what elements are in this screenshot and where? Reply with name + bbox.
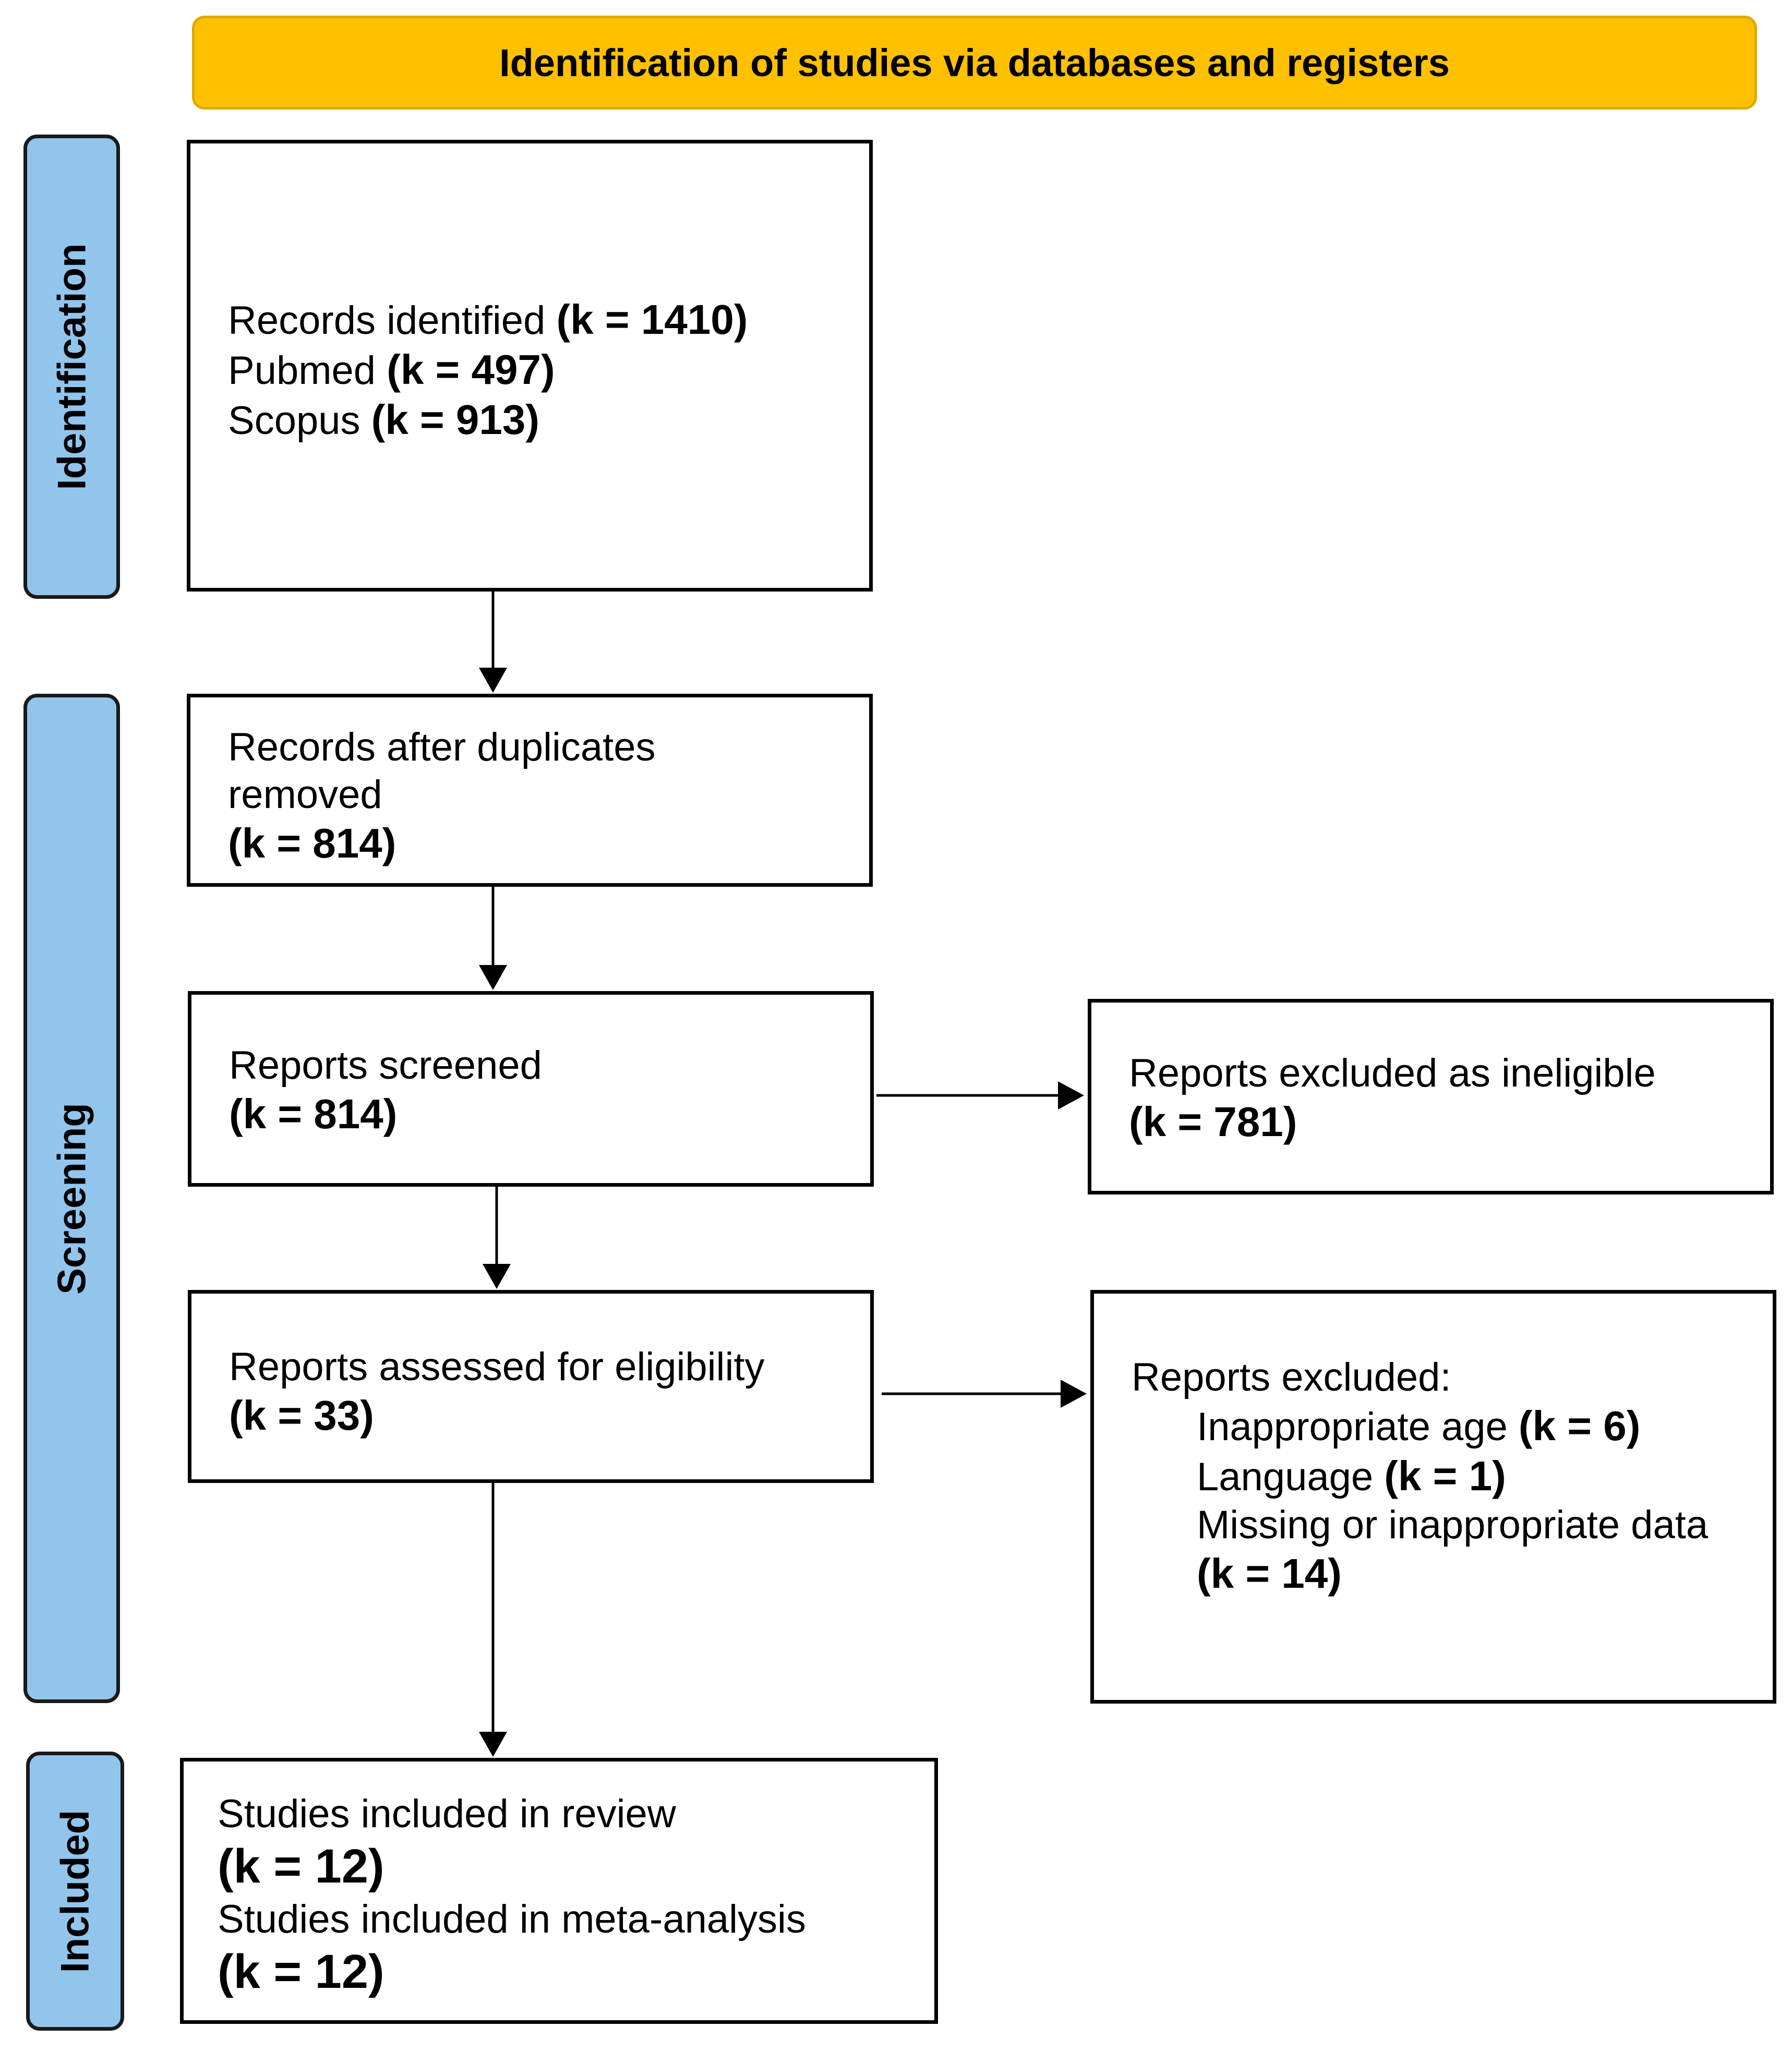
deduplicated-count: (k = 814) <box>228 820 396 867</box>
arrowhead-dedup-to-screened <box>479 965 507 990</box>
review-count: (k = 12) <box>218 1840 384 1893</box>
assessed-label: Reports assessed for eligibility <box>229 1345 765 1389</box>
reports-screened-box: Reports screened (k = 814) <box>188 991 874 1187</box>
scopus-line: Scopus (k = 913) <box>228 396 540 443</box>
phase-identification: Identification <box>23 135 120 599</box>
records-identified-box: Records identified (k = 1410) Pubmed (k … <box>187 140 873 592</box>
deduplicated-label-1: Records after duplicates <box>228 725 656 769</box>
reports-assessed-box: Reports assessed for eligibility (k = 33… <box>188 1290 874 1483</box>
records-identified-line: Records identified (k = 1410) <box>228 296 748 343</box>
arrowhead-screened-to-assessed <box>483 1264 511 1289</box>
banner-title: Identification of studies via databases … <box>499 41 1450 85</box>
pubmed-line: Pubmed (k = 497) <box>228 346 555 393</box>
studies-included-box: Studies included in review (k = 12) Stud… <box>180 1758 938 2024</box>
excluded-ineligible-box: Reports excluded as ineligible (k = 781) <box>1088 999 1774 1195</box>
arrowhead-screened-to-excluded <box>1058 1081 1084 1109</box>
phase-screening: Screening <box>23 694 120 1703</box>
reason-language: Language (k = 1) <box>1197 1453 1506 1500</box>
arrowhead-identified-to-dedup <box>479 668 507 693</box>
deduplicated-box: Records after duplicates removed (k = 81… <box>187 694 873 887</box>
phase-included: Included <box>26 1752 124 2031</box>
arrowhead-assessed-to-included <box>479 1732 507 1757</box>
assessed-count: (k = 33) <box>229 1392 374 1439</box>
excluded-reasons-title: Reports excluded: <box>1132 1355 1451 1399</box>
arrowhead-assessed-to-excluded <box>1061 1380 1087 1408</box>
reason-missing-data-count: (k = 14) <box>1197 1550 1342 1597</box>
meta-label: Studies included in meta-analysis <box>218 1897 806 1941</box>
reason-missing-data: Missing or inappropriate data <box>1197 1503 1709 1548</box>
excluded-ineligible-count: (k = 781) <box>1129 1099 1297 1145</box>
deduplicated-label-2: removed <box>228 773 382 817</box>
reason-inappropriate-age: Inappropriate age (k = 6) <box>1197 1403 1641 1450</box>
meta-count: (k = 12) <box>218 1945 384 1998</box>
excluded-reasons-box: Reports excluded: Inappropriate age (k =… <box>1090 1290 1776 1704</box>
screened-count: (k = 814) <box>229 1091 398 1138</box>
screened-label: Reports screened <box>229 1043 542 1088</box>
section-banner: Identification of studies via databases … <box>192 16 1757 110</box>
review-label: Studies included in review <box>218 1792 676 1836</box>
excluded-ineligible-label: Reports excluded as ineligible <box>1129 1051 1656 1095</box>
